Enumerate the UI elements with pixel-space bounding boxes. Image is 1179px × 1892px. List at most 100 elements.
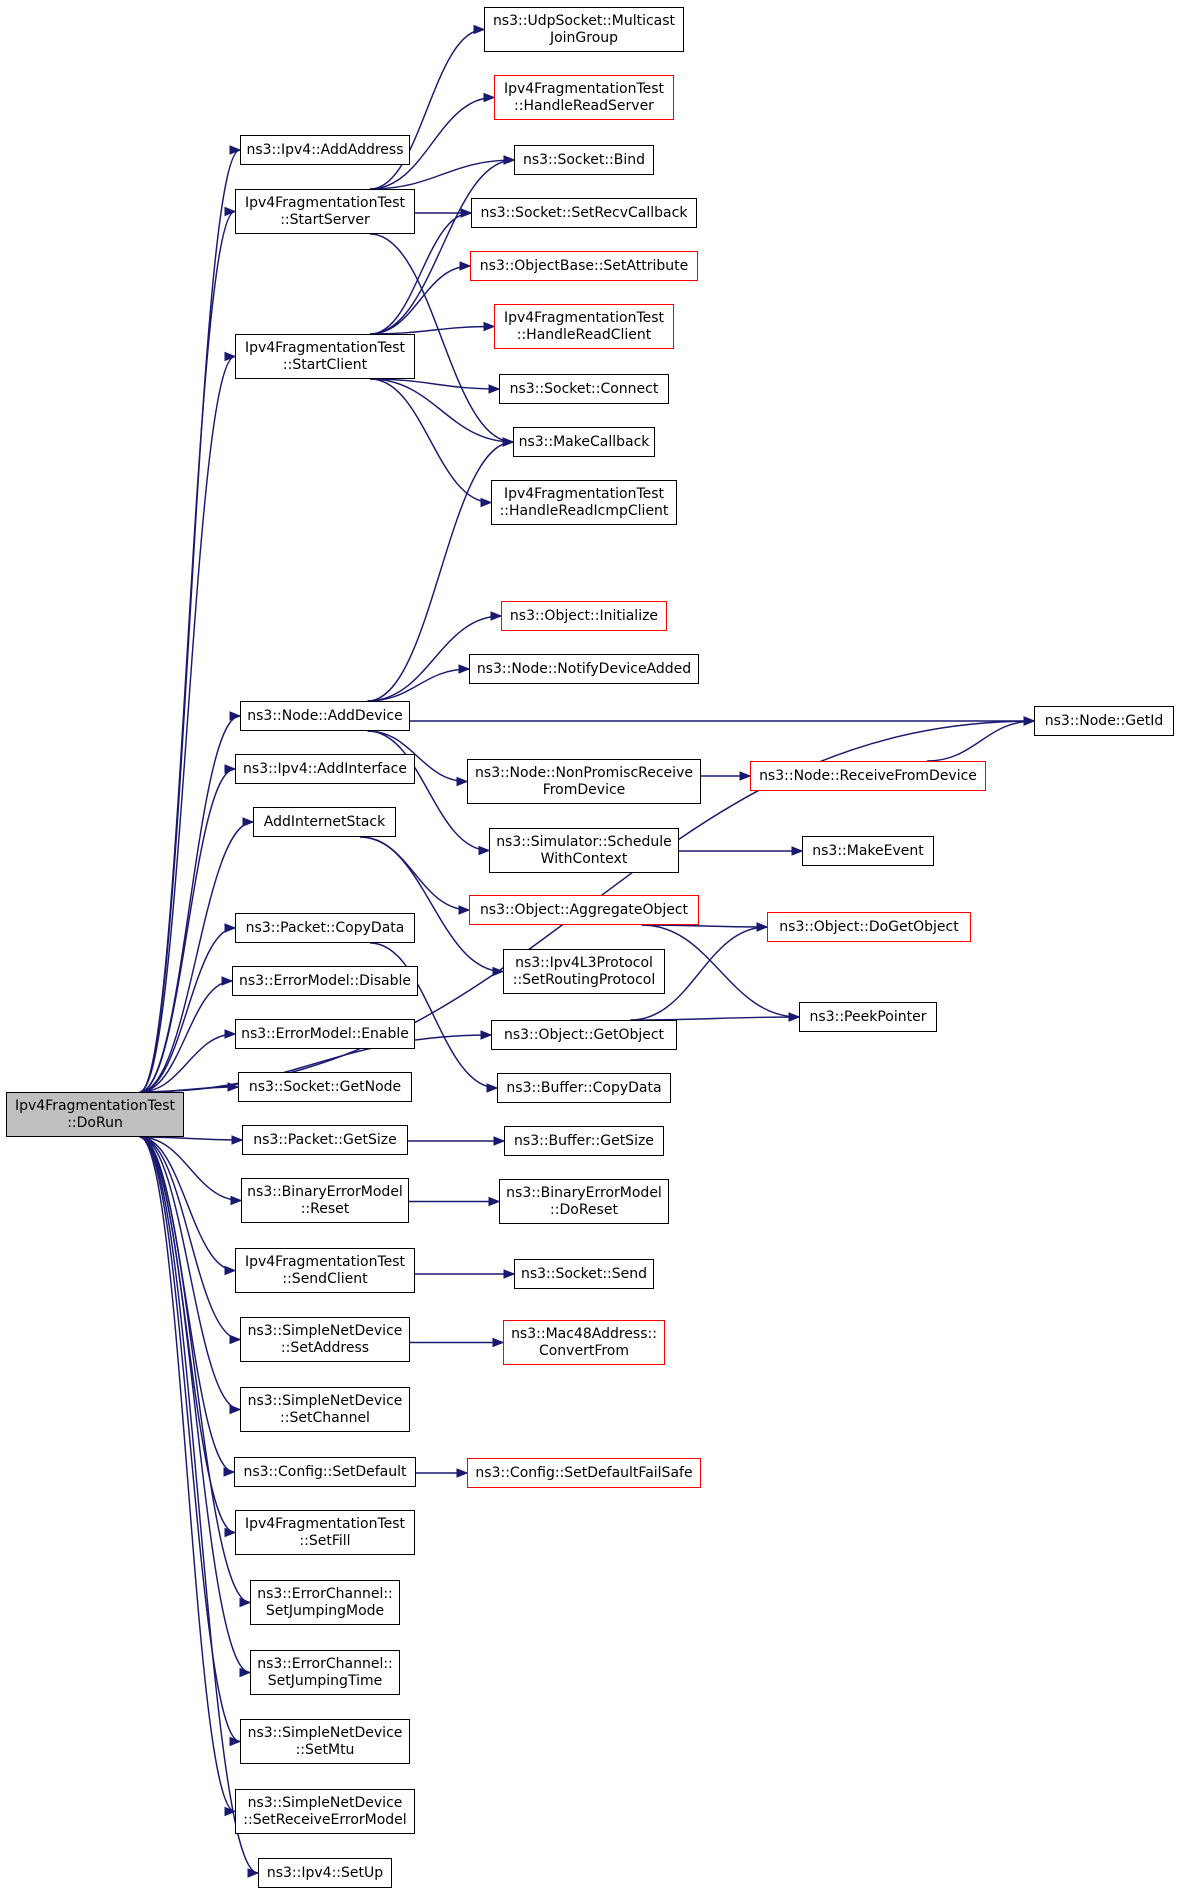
node-peekpointer[interactable]: ns3::PeekPointer <box>799 1002 937 1032</box>
node-label-line: ns3::ErrorModel::Disable <box>238 972 412 989</box>
node-makecallback[interactable]: ns3::MakeCallback <box>513 427 655 457</box>
node-snd-setmtu[interactable]: ns3::SimpleNetDevice::SetMtu <box>240 1719 410 1764</box>
edge-startclient-to-socket-connect <box>369 378 500 390</box>
node-binaryerror-doreset[interactable]: ns3::BinaryErrorModel::DoReset <box>499 1179 669 1224</box>
arrowhead <box>239 1597 252 1608</box>
node-label-line: ns3::SimpleNetDevice <box>247 1794 403 1811</box>
node-errormodel-enable[interactable]: ns3::ErrorModel::Enable <box>235 1019 415 1049</box>
arrowhead <box>231 1135 244 1145</box>
node-socket-setrecv[interactable]: ns3::Socket::SetRecvCallback <box>471 198 697 228</box>
node-node-receivefrom[interactable]: ns3::Node::ReceiveFromDevice <box>750 761 986 791</box>
node-label-line: ns3::Simulator::Schedule <box>496 833 672 850</box>
node-ipv4-setup[interactable]: ns3::Ipv4::SetUp <box>258 1858 392 1888</box>
node-startserver[interactable]: Ipv4FragmentationTest::StartServer <box>235 189 415 234</box>
node-label-line: ns3::SimpleNetDevice <box>247 1322 403 1339</box>
node-buffer-getsize[interactable]: ns3::Buffer::GetSize <box>504 1126 664 1156</box>
edge-startserver-to-socket-bind <box>369 159 515 190</box>
node-label-line: ns3::Buffer::GetSize <box>514 1132 654 1149</box>
arrowhead <box>788 1012 801 1022</box>
node-config-setdefault[interactable]: ns3::Config::SetDefault <box>234 1457 416 1487</box>
node-socket-getnode[interactable]: ns3::Socket::GetNode <box>238 1072 412 1102</box>
node-errormodel-disable[interactable]: ns3::ErrorModel::Disable <box>232 966 418 996</box>
edge-node-adddevice-to-makecallback <box>367 441 514 702</box>
node-label-line: Ipv4FragmentationTest <box>244 1515 406 1532</box>
edge-dorun-to-errchan-jumpmode <box>139 1136 251 1604</box>
node-label-line: ns3::Object::Initialize <box>509 607 659 624</box>
node-errchan-jumptime[interactable]: ns3::ErrorChannel::SetJumpingTime <box>250 1650 400 1695</box>
arrowhead <box>247 1868 260 1878</box>
node-label-line: ns3::Buffer::CopyData <box>506 1079 662 1096</box>
node-binaryerror-reset[interactable]: ns3::BinaryErrorModel::Reset <box>241 1178 409 1223</box>
node-label-line: ns3::Node::NonPromiscReceive <box>475 764 693 781</box>
node-handlereadicmp[interactable]: Ipv4FragmentationTest::HandleReadIcmpCli… <box>491 480 677 525</box>
node-object-initialize[interactable]: ns3::Object::Initialize <box>501 601 667 631</box>
node-handlereadserver[interactable]: Ipv4FragmentationTest::HandleReadServer <box>494 75 674 120</box>
arrowhead <box>483 92 496 103</box>
node-mac48-convert[interactable]: ns3::Mac48Address::ConvertFrom <box>503 1320 665 1365</box>
node-object-dogetobject[interactable]: ns3::Object::DoGetObject <box>767 912 971 942</box>
node-ipv4-addinterface[interactable]: ns3::Ipv4::AddInterface <box>235 754 415 784</box>
node-ipv4-addaddress[interactable]: ns3::Ipv4::AddAddress <box>240 135 410 165</box>
edge-dorun-to-errormodel-disable <box>139 980 233 1093</box>
edge-object-getobject-to-peekpointer <box>630 1016 800 1021</box>
edge-node-adddevice-to-node-notifydevice <box>367 668 470 702</box>
node-object-aggregate[interactable]: ns3::Object::AggregateObject <box>469 895 699 925</box>
node-label-line: JoinGroup <box>549 29 619 46</box>
node-label-line: ns3::ErrorChannel:: <box>257 1655 393 1672</box>
node-packet-getsize[interactable]: ns3::Packet::GetSize <box>242 1125 408 1155</box>
node-label-line: ns3::Mac48Address:: <box>511 1325 657 1342</box>
edge-dorun-to-ipv4-addinterface <box>139 768 236 1093</box>
arrowhead <box>502 437 515 447</box>
node-node-getid[interactable]: ns3::Node::GetId <box>1034 706 1174 736</box>
node-label-line: ns3::Socket::SetRecvCallback <box>480 204 688 221</box>
node-objectbase-setattr[interactable]: ns3::ObjectBase::SetAttribute <box>470 251 698 281</box>
node-socket-send[interactable]: ns3::Socket::Send <box>514 1259 654 1289</box>
edge-object-aggregate-to-peekpointer <box>641 924 800 1018</box>
edge-dorun-to-config-setdefault <box>139 1136 235 1473</box>
node-config-failsafe[interactable]: ns3::Config::SetDefaultFailSafe <box>467 1458 701 1488</box>
node-ipv4l3-setrouting[interactable]: ns3::Ipv4L3Protocol::SetRoutingProtocol <box>503 949 665 994</box>
node-socket-connect[interactable]: ns3::Socket::Connect <box>499 374 669 404</box>
arrowhead <box>492 1337 505 1348</box>
node-packet-copydata[interactable]: ns3::Packet::CopyData <box>235 913 415 943</box>
edge-startclient-to-socket-bind <box>369 159 515 335</box>
edge-startclient-to-makecallback <box>369 378 514 443</box>
node-object-getobject[interactable]: ns3::Object::GetObject <box>491 1020 677 1050</box>
arrowhead <box>224 764 237 774</box>
node-socket-bind[interactable]: ns3::Socket::Bind <box>514 145 654 175</box>
arrowhead <box>503 1269 516 1279</box>
edge-dorun-to-startclient <box>139 355 236 1093</box>
node-addinternetstack[interactable]: AddInternetStack <box>253 807 396 837</box>
arrowhead <box>493 1136 506 1146</box>
node-label-line: ::SetFill <box>299 1532 351 1549</box>
node-node-adddevice[interactable]: ns3::Node::AddDevice <box>240 701 410 731</box>
node-label-line: ns3::ObjectBase::SetAttribute <box>479 257 689 274</box>
node-snd-setchannel[interactable]: ns3::SimpleNetDevice::SetChannel <box>240 1387 410 1432</box>
node-label-line: ::HandleReadIcmpClient <box>499 502 669 519</box>
arrowhead <box>224 1527 237 1538</box>
node-handlereadclient[interactable]: Ipv4FragmentationTest::HandleReadClient <box>494 304 674 349</box>
arrowhead <box>458 664 471 674</box>
arrowhead <box>459 261 472 271</box>
node-makeevent[interactable]: ns3::MakeEvent <box>802 836 934 866</box>
node-sendclient[interactable]: Ipv4FragmentationTest::SendClient <box>235 1248 415 1293</box>
edge-startserver-to-makecallback <box>369 233 514 443</box>
node-setfill[interactable]: Ipv4FragmentationTest::SetFill <box>235 1510 415 1555</box>
node-node-notifydevice[interactable]: ns3::Node::NotifyDeviceAdded <box>469 654 699 684</box>
node-label-line: ::SetChannel <box>280 1409 370 1426</box>
node-snd-setaddress[interactable]: ns3::SimpleNetDevice::SetAddress <box>240 1317 410 1362</box>
arrowhead <box>224 1265 237 1276</box>
edge-addinternetstack-to-ipv4l3-setrouting <box>360 836 504 973</box>
node-errchan-jumpmode[interactable]: ns3::ErrorChannel::SetJumpingMode <box>250 1580 400 1625</box>
edge-dorun-to-socket-getnode <box>139 1086 239 1093</box>
node-label-line: SetJumpingTime <box>267 1672 383 1689</box>
node-label-line: ns3::BinaryErrorModel <box>247 1183 403 1200</box>
arrowhead <box>229 145 242 155</box>
node-startclient[interactable]: Ipv4FragmentationTest::StartClient <box>235 334 415 379</box>
node-snd-setreceiveerror[interactable]: ns3::SimpleNetDevice::SetReceiveErrorMod… <box>235 1789 415 1834</box>
node-buffer-copydata[interactable]: ns3::Buffer::CopyData <box>497 1073 671 1103</box>
